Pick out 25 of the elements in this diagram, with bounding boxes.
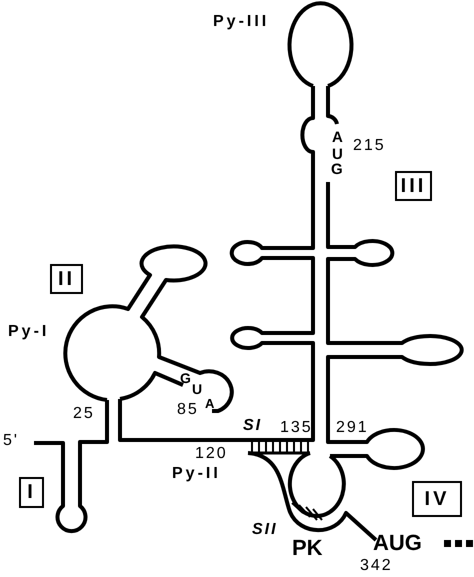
region-label: Py-III — [213, 14, 270, 30]
nucleotide-label: A — [205, 397, 214, 410]
position-number: 85 — [177, 402, 199, 418]
stem-label: SII — [252, 522, 278, 538]
position-number: 120 — [195, 446, 228, 462]
nucleotide-label: A — [332, 130, 343, 145]
nucleotide-label: G — [331, 162, 343, 177]
region-label: Py-II — [172, 466, 221, 482]
position-number: 135 — [280, 420, 313, 436]
position-number: 342 — [360, 558, 393, 574]
domain-label-box: II — [50, 264, 83, 294]
stem-label: SI — [243, 418, 262, 434]
position-number: 291 — [336, 420, 369, 436]
position-number: 5' — [3, 433, 19, 449]
position-number: 25 — [73, 406, 95, 422]
domain-label-box: I — [19, 477, 44, 508]
motif-label: AUG — [373, 532, 422, 554]
nucleotide-label: U — [192, 382, 202, 396]
domain-label-box: IV — [412, 481, 462, 517]
nucleotide-label: U — [332, 147, 343, 162]
position-number: 215 — [353, 138, 386, 154]
nucleotide-label: G — [180, 371, 191, 385]
domain-label-box: III — [395, 171, 432, 201]
region-label: Py-I — [8, 324, 50, 340]
motif-label: PK — [292, 537, 323, 559]
